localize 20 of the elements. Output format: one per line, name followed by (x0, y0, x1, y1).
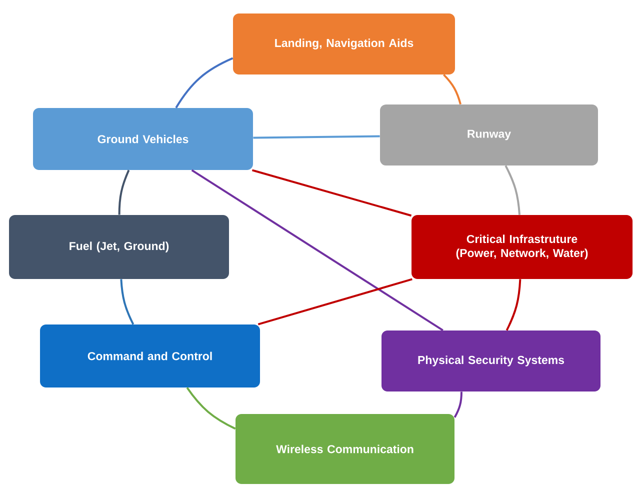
connector-line (253, 135, 380, 139)
process-box: Command and Control (40, 324, 260, 388)
connector-line (252, 169, 412, 217)
connector-line (120, 279, 134, 325)
process-box: Fuel (Jet, Ground) (9, 215, 229, 279)
connector-line (191, 169, 444, 332)
process-box: Ground Vehicles (33, 108, 253, 170)
process-box: Runway (380, 104, 598, 166)
connector-line (186, 387, 236, 430)
connector-line (454, 392, 462, 418)
process-box: Landing, Navigation Aids (233, 14, 455, 74)
connector-line (258, 278, 412, 326)
connector-line (443, 74, 462, 105)
process-box: Critical Infrastruture (Power, Network, Water) (412, 215, 632, 279)
connector-line (504, 165, 521, 215)
process-box: Wireless Communication (236, 414, 454, 484)
process-box: Physical Security Systems (382, 330, 600, 392)
connector-line (175, 57, 234, 108)
connector-line (118, 170, 130, 215)
connector-line (506, 279, 522, 331)
